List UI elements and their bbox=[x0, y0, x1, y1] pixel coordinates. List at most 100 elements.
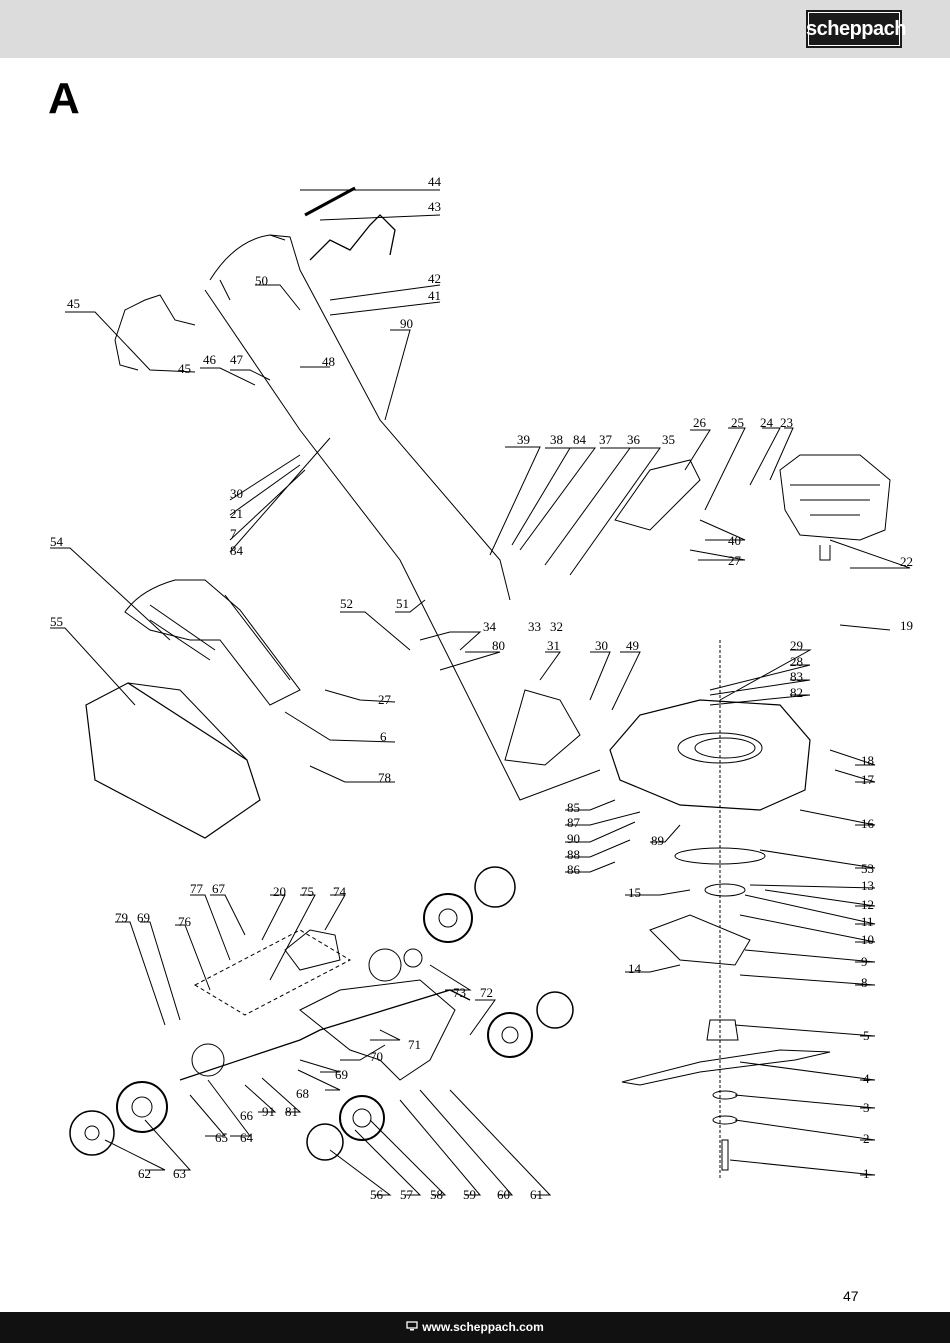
part-label: 17 bbox=[861, 772, 875, 787]
part-label: 49 bbox=[626, 638, 639, 653]
part-label: 91 bbox=[262, 1104, 275, 1119]
part-label: 55 bbox=[50, 614, 63, 629]
part-label: 28 bbox=[790, 654, 803, 669]
part-label: 66 bbox=[240, 1108, 254, 1123]
section-letter: A bbox=[48, 74, 80, 123]
part-label: 18 bbox=[861, 753, 874, 768]
part-label: 7 bbox=[230, 526, 237, 541]
part-label: 30 bbox=[595, 638, 608, 653]
part-label: 31 bbox=[547, 638, 560, 653]
part-label: 84 bbox=[230, 543, 244, 558]
part-label: 3 bbox=[863, 1100, 870, 1115]
part-label: 20 bbox=[273, 884, 286, 899]
part-label: 61 bbox=[530, 1187, 543, 1202]
part-label: 62 bbox=[138, 1166, 151, 1181]
part-label: 81 bbox=[285, 1104, 298, 1119]
monitor-icon bbox=[406, 1312, 418, 1343]
part-label: 87 bbox=[567, 815, 581, 830]
brand-logo-text: scheppach bbox=[806, 18, 906, 40]
part-label: 39 bbox=[517, 432, 530, 447]
part-label: 45 bbox=[67, 296, 80, 311]
part-label: 21 bbox=[230, 506, 243, 521]
part-label: 29 bbox=[790, 638, 803, 653]
part-label: 36 bbox=[627, 432, 641, 447]
part-label: 25 bbox=[731, 415, 744, 430]
part-label: 44 bbox=[428, 174, 442, 189]
part-label: 12 bbox=[861, 897, 874, 912]
part-label: 63 bbox=[173, 1166, 186, 1181]
part-label: 82 bbox=[790, 685, 803, 700]
part-label: 85 bbox=[567, 800, 580, 815]
diagram-drawing bbox=[50, 186, 911, 1196]
part-label: 30 bbox=[230, 486, 243, 501]
part-label: 11 bbox=[861, 914, 874, 929]
part-label: 68 bbox=[296, 1086, 309, 1101]
footer-bar: www.scheppach.com bbox=[0, 1312, 950, 1343]
part-label: 35 bbox=[662, 432, 675, 447]
part-label: 27 bbox=[378, 692, 392, 707]
part-label: 67 bbox=[212, 881, 226, 896]
part-label: 16 bbox=[861, 816, 875, 831]
part-label: 70 bbox=[370, 1049, 383, 1064]
part-label: 59 bbox=[463, 1187, 476, 1202]
part-label: 79 bbox=[115, 910, 128, 925]
part-label: 9 bbox=[861, 954, 868, 969]
part-label: 24 bbox=[760, 415, 774, 430]
part-label: 90 bbox=[400, 316, 413, 331]
part-label: 74 bbox=[333, 884, 347, 899]
part-label: 46 bbox=[203, 352, 217, 367]
part-label: 50 bbox=[255, 273, 268, 288]
part-label: 27 bbox=[728, 553, 742, 568]
part-label: 84 bbox=[573, 432, 587, 447]
part-label: 32 bbox=[550, 619, 563, 634]
part-label: 76 bbox=[178, 914, 192, 929]
part-label: 86 bbox=[567, 862, 581, 877]
part-label: 47 bbox=[230, 352, 244, 367]
part-label: 43 bbox=[428, 199, 441, 214]
part-label: 69 bbox=[137, 910, 150, 925]
part-label: 26 bbox=[693, 415, 707, 430]
part-label: 42 bbox=[428, 271, 441, 286]
part-label: 80 bbox=[492, 638, 505, 653]
part-label: 83 bbox=[790, 669, 803, 684]
part-label: 65 bbox=[215, 1130, 228, 1145]
part-label: 10 bbox=[861, 932, 874, 947]
part-label: 88 bbox=[567, 847, 580, 862]
part-label: 90 bbox=[567, 831, 580, 846]
part-label: 72 bbox=[480, 985, 493, 1000]
part-label: 8 bbox=[861, 975, 868, 990]
part-label: 14 bbox=[628, 961, 642, 976]
part-label: 71 bbox=[408, 1037, 421, 1052]
part-label: 23 bbox=[780, 415, 793, 430]
part-label: 78 bbox=[378, 770, 391, 785]
footer-website: www.scheppach.com bbox=[422, 1320, 544, 1334]
part-label: 77 bbox=[190, 881, 204, 896]
part-label: 69 bbox=[335, 1067, 348, 1082]
part-label: 64 bbox=[240, 1130, 254, 1145]
part-label: 51 bbox=[396, 596, 409, 611]
part-label: 5 bbox=[863, 1028, 870, 1043]
part-label: 89 bbox=[651, 833, 664, 848]
part-label: 34 bbox=[483, 619, 497, 634]
part-label: 56 bbox=[370, 1187, 384, 1202]
part-label: 52 bbox=[340, 596, 353, 611]
part-label: 54 bbox=[50, 534, 64, 549]
brand-logo: scheppach bbox=[806, 10, 906, 48]
part-label: 1 bbox=[863, 1166, 870, 1181]
part-label: 75 bbox=[301, 884, 314, 899]
part-label: 19 bbox=[900, 618, 913, 633]
part-label: 57 bbox=[400, 1187, 414, 1202]
part-label: 37 bbox=[599, 432, 613, 447]
part-label: 53 bbox=[861, 861, 874, 876]
part-label: 4 bbox=[863, 1071, 870, 1086]
part-label: 73 bbox=[453, 985, 466, 1000]
part-label: 41 bbox=[428, 288, 441, 303]
part-label: 38 bbox=[550, 432, 563, 447]
part-label: 13 bbox=[861, 878, 874, 893]
part-label: 40 bbox=[728, 533, 741, 548]
header-bar bbox=[0, 0, 950, 58]
part-label: 45 bbox=[178, 361, 191, 376]
part-label: 60 bbox=[497, 1187, 510, 1202]
